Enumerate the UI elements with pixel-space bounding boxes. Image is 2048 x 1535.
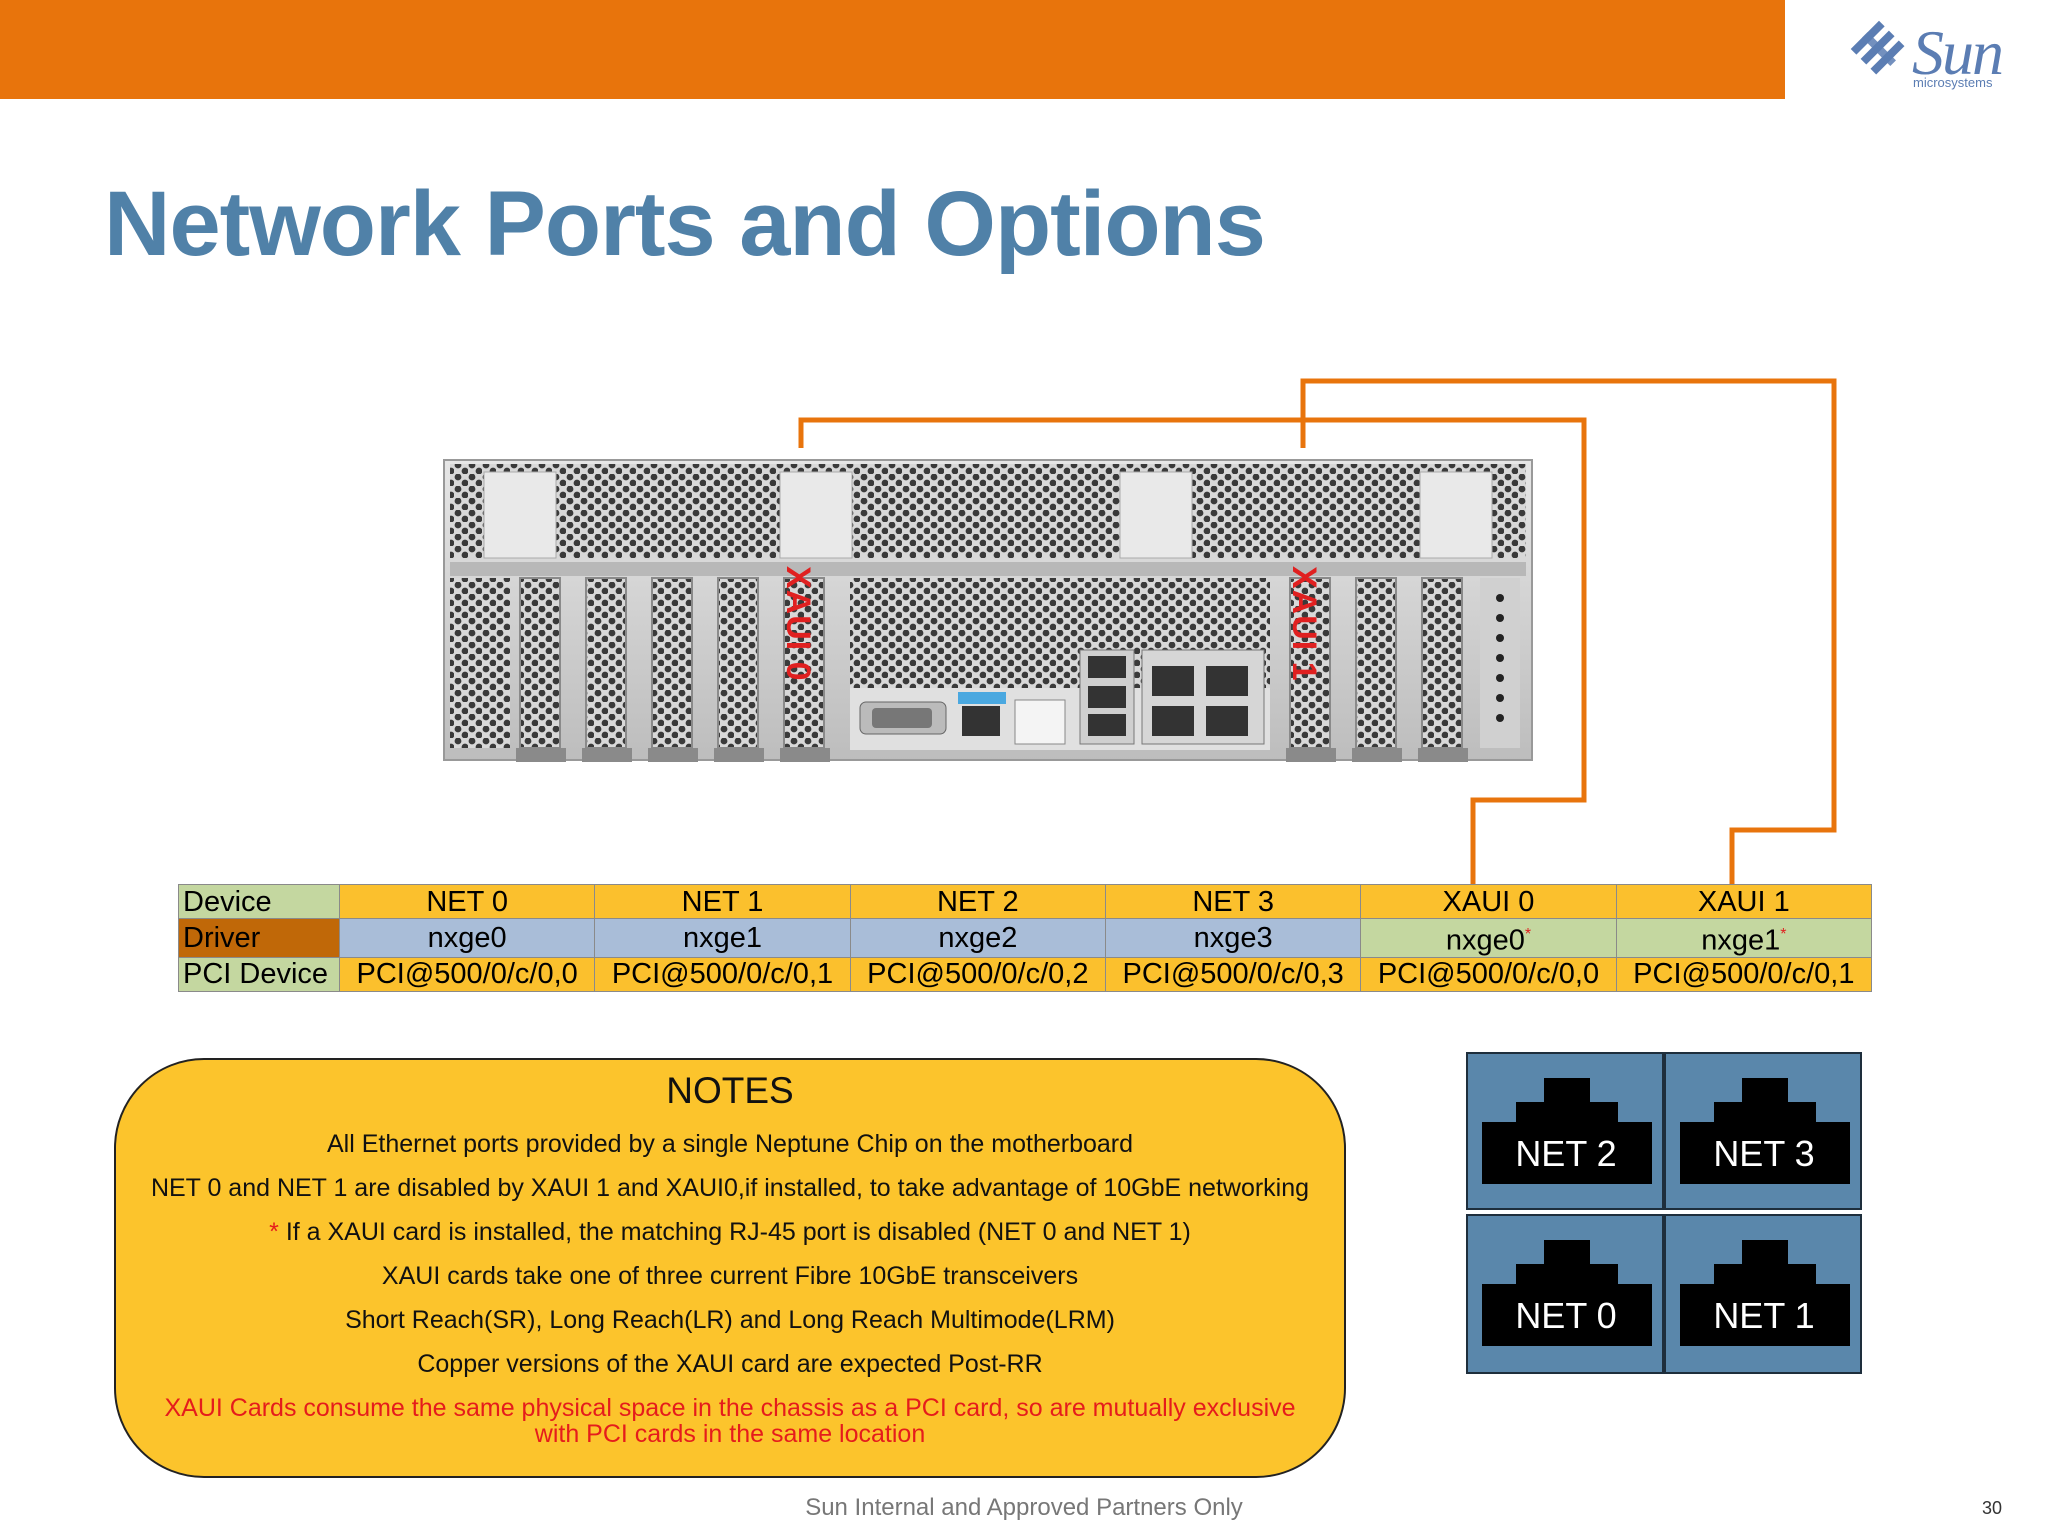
table-cell: NET 0 — [338, 884, 596, 919]
sun-logo-subtext: microsystems — [1913, 75, 1993, 90]
row-header-driver: Driver — [178, 918, 340, 958]
note-line: All Ethernet ports provided by a single … — [326, 1130, 1134, 1158]
page-number: 30 — [1982, 1498, 2003, 1518]
rj45-icon — [1680, 1078, 1850, 1184]
note-line: Short Reach(SR), Long Reach(LR) and Long… — [345, 1306, 1115, 1334]
sun-logo-icon — [1850, 20, 1905, 75]
sun-logo-text: Sun — [1912, 17, 2004, 88]
note-text: If a XAUI card is installed, the matchin… — [285, 1218, 1191, 1246]
table-cell: nxge3 — [1104, 918, 1362, 958]
port-label: NET 0 — [1515, 1295, 1617, 1336]
table-cell: nxge0* — [1360, 918, 1617, 958]
xaui-1-label: XAUI 1 — [1285, 566, 1323, 682]
footer-text: Sun Internal and Approved Partners Only — [805, 1494, 1243, 1521]
table-cell: nxge2 — [849, 918, 1106, 958]
header-bar — [0, 0, 1800, 99]
table-cell: NET 1 — [594, 884, 851, 919]
rj45-icon — [1482, 1078, 1652, 1184]
port-net-3: NET 3 — [1664, 1052, 1862, 1210]
row-header-pci-device: PCI Device — [178, 956, 340, 992]
driver-name: nxge0 — [1445, 924, 1525, 957]
table-cell: nxge1 — [594, 918, 851, 958]
note-line: Copper versions of the XAUI card are exp… — [417, 1350, 1043, 1378]
page-title: Network Ports and Options — [104, 173, 1266, 275]
table-cell: XAUI 1 — [1615, 884, 1873, 919]
rj45-icon — [1680, 1240, 1850, 1346]
table-cell: nxge1* — [1615, 918, 1873, 958]
table-cell: XAUI 0 — [1360, 884, 1617, 919]
note-line: * If a XAUI card is installed, the match… — [116, 1218, 1344, 1246]
port-net-2: NET 2 — [1466, 1052, 1664, 1210]
table-cell: NET 2 — [849, 884, 1106, 919]
table-cell: nxge0 — [338, 918, 596, 958]
port-mapping-table: Device NET 0 NET 1 NET 2 NET 3 XAUI 0 XA… — [178, 884, 1873, 992]
table-cell: PCI@500/0/c/0,0 — [1360, 956, 1617, 992]
table-row: Device NET 0 NET 1 NET 2 NET 3 XAUI 0 XA… — [178, 884, 1873, 919]
table-row: PCI Device PCI@500/0/c/0,0 PCI@500/0/c/0… — [178, 956, 1873, 992]
port-label: NET 1 — [1713, 1295, 1815, 1336]
notes-title: NOTES — [666, 1070, 794, 1111]
driver-name: nxge1 — [1701, 924, 1781, 957]
note-line-warning: XAUI Cards consume the same physical spa… — [164, 1394, 1296, 1422]
table-cell: NET 3 — [1104, 884, 1362, 919]
note-line: NET 0 and NET 1 are disabled by XAUI 1 a… — [150, 1174, 1310, 1202]
asterisk-marker: * — [1780, 926, 1787, 943]
notes-box: NOTES All Ethernet ports provided by a s… — [114, 1058, 1346, 1478]
table-row: Driver nxge0 nxge1 nxge2 nxge3 nxge0* nx… — [178, 918, 1873, 958]
asterisk-marker: * — [1524, 926, 1532, 943]
table-cell: PCI@500/0/c/0,3 — [1104, 956, 1362, 992]
table-cell: PCI@500/0/c/0,2 — [849, 956, 1106, 992]
table-cell: PCI@500/0/c/0,0 — [338, 956, 596, 992]
table-cell: PCI@500/0/c/0,1 — [594, 956, 851, 992]
rj45-icon — [1482, 1240, 1652, 1346]
note-line-warning: with PCI cards in the same location — [534, 1420, 926, 1448]
row-header-device: Device — [178, 884, 340, 919]
port-net-1: NET 1 — [1664, 1214, 1862, 1374]
note-line: XAUI cards take one of three current Fib… — [381, 1262, 1079, 1290]
asterisk-marker: * — [269, 1218, 279, 1246]
xaui-0-label: XAUI 0 — [779, 566, 817, 682]
port-label: NET 3 — [1713, 1133, 1815, 1174]
table-cell: PCI@500/0/c/0,1 — [1615, 956, 1873, 992]
port-label: NET 2 — [1515, 1133, 1617, 1174]
port-net-0: NET 0 — [1466, 1214, 1664, 1374]
logo-area — [1785, 0, 2048, 112]
server-chassis-image — [443, 459, 1533, 762]
